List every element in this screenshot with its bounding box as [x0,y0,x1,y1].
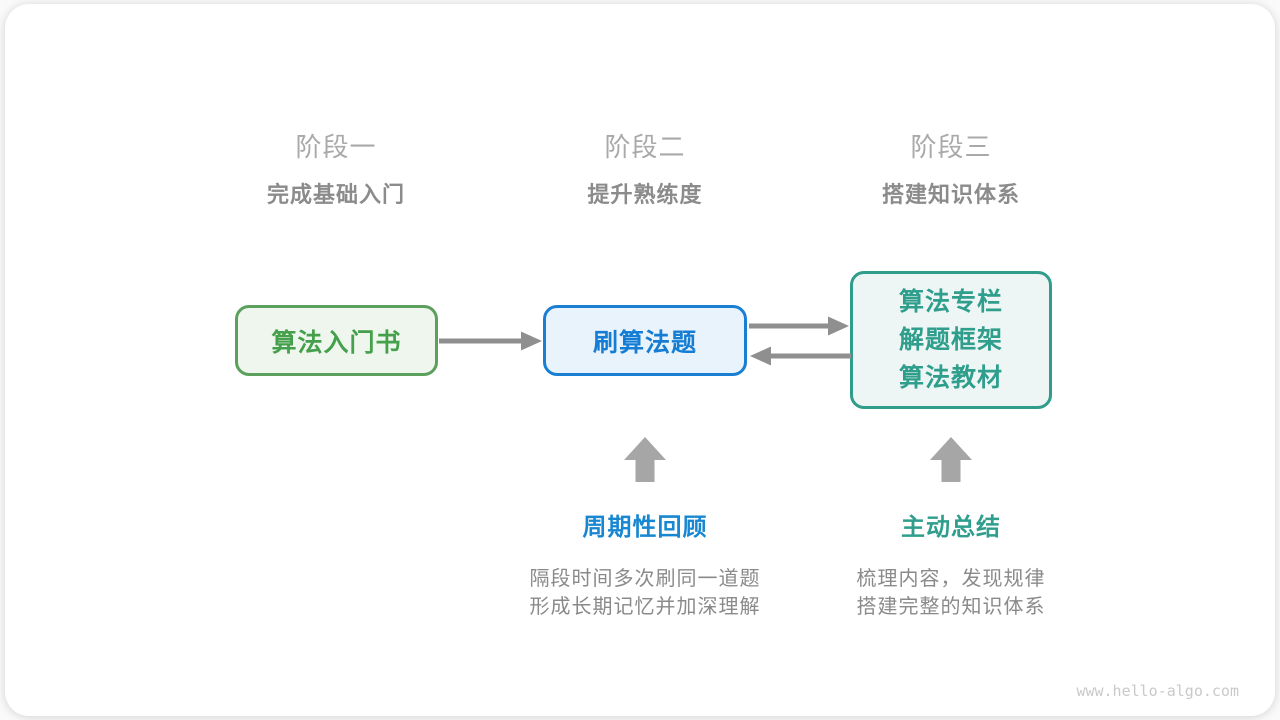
annotation-summary-desc: 梳理内容，发现规律 搭建完整的知识体系 [761,565,1141,621]
arrow-intro-to-practice-icon [439,331,542,351]
annotation-review-desc-line-1: 隔段时间多次刷同一道题 [529,568,761,590]
stage-1-subtitle: 完成基础入门 [266,182,405,207]
stage-2-header: 阶段二 提升熟练度 [485,131,805,210]
site-watermark: www.hello-algo.com [1076,682,1239,700]
annotation-summary-label: 主动总结 [901,514,1001,541]
node-knowledge-line-2: 解题框架 [898,326,1003,354]
arrow-practice-to-knowledge-icon [749,316,849,336]
annotation-review-desc: 隔段时间多次刷同一道题 形成长期记忆并加深理解 [455,565,835,621]
stage-3-title: 阶段三 [910,132,992,162]
stage-2-title: 阶段二 [604,132,686,162]
annotation-review: 周期性回顾 隔段时间多次刷同一道题 形成长期记忆并加深理解 [455,513,835,621]
annotation-summary: 主动总结 梳理内容，发现规律 搭建完整的知识体系 [761,513,1141,621]
up-arrow-review-icon [624,437,666,482]
annotation-summary-desc-line-1: 梳理内容，发现规律 [856,568,1046,590]
stage-1-title: 阶段一 [295,132,377,162]
node-intro-book-label: 算法入门书 [271,328,402,357]
node-intro-book: 算法入门书 [235,305,438,376]
stage-2-subtitle: 提升熟练度 [587,182,703,207]
stage-3-header: 阶段三 搭建知识体系 [791,131,1111,210]
node-knowledge-line-3: 算法教材 [898,364,1003,392]
annotation-review-label: 周期性回顾 [582,514,708,541]
node-practice: 刷算法题 [543,305,747,376]
diagram-card: 阶段一 完成基础入门 阶段二 提升熟练度 阶段三 搭建知识体系 算法入门书 刷算… [5,4,1275,716]
stage-1-header: 阶段一 完成基础入门 [176,131,496,210]
node-knowledge: 算法专栏 解题框架 算法教材 [850,271,1052,409]
up-arrow-summary-icon [930,437,972,482]
arrow-knowledge-to-practice-icon [750,346,851,366]
annotation-review-desc-line-2: 形成长期记忆并加深理解 [529,596,761,618]
stage-3-subtitle: 搭建知识体系 [881,182,1020,207]
node-practice-label: 刷算法题 [592,328,697,357]
annotation-summary-desc-line-2: 搭建完整的知识体系 [856,596,1046,618]
node-knowledge-line-1: 算法专栏 [898,288,1003,316]
